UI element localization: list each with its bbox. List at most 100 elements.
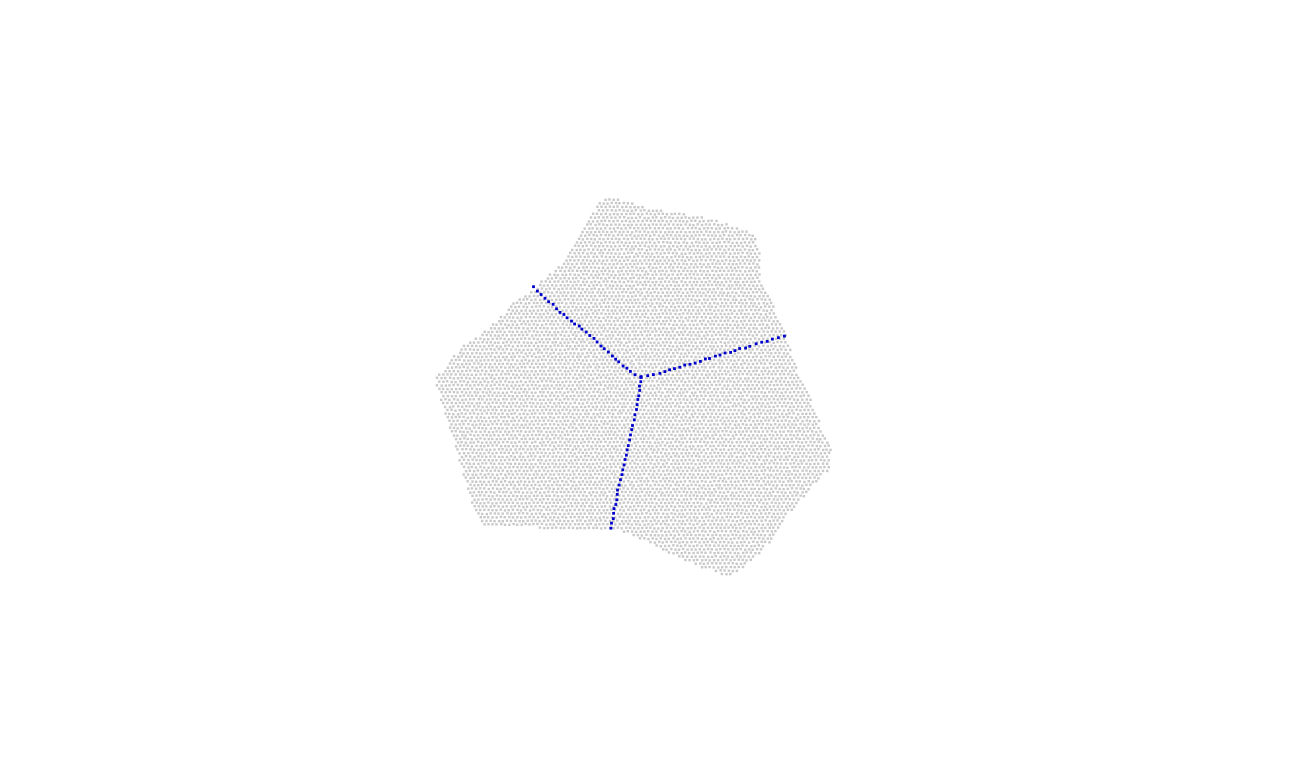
cloud-point	[700, 365, 704, 369]
cloud-point	[698, 369, 701, 372]
cloud-point	[626, 230, 629, 233]
cloud-point	[510, 412, 513, 415]
cloud-point	[727, 433, 730, 437]
cloud-point	[596, 376, 599, 380]
cloud-point	[769, 409, 773, 412]
cloud-point	[688, 330, 691, 334]
cloud-point	[639, 288, 642, 291]
cloud-point	[632, 291, 635, 294]
cloud-point	[465, 427, 468, 430]
cloud-point	[571, 384, 574, 387]
cloud-point	[817, 455, 820, 458]
cloud-point	[717, 245, 720, 248]
cloud-point	[731, 341, 735, 344]
cloud-point	[780, 327, 783, 330]
cloud-point	[750, 238, 753, 241]
cloud-point	[657, 320, 660, 323]
cloud-point	[563, 298, 566, 301]
cloud-point	[544, 408, 548, 411]
cloud-point	[581, 387, 585, 390]
cloud-point	[725, 308, 728, 312]
cloud-point	[620, 220, 624, 223]
cloud-point	[495, 351, 498, 355]
cloud-point	[731, 384, 735, 387]
cloud-point	[667, 301, 671, 305]
cloud-point	[602, 437, 605, 441]
cloud-point	[627, 458, 630, 461]
cloud-point	[665, 448, 668, 451]
cloud-point	[507, 445, 510, 448]
cloud-point	[458, 358, 461, 362]
cloud-point	[460, 455, 464, 459]
cloud-point	[688, 401, 692, 404]
cloud-point	[579, 441, 583, 444]
cloud-point	[459, 394, 462, 398]
cloud-point	[565, 444, 568, 447]
cloud-point	[661, 341, 665, 344]
cloud-point	[768, 426, 771, 430]
cloud-point	[788, 383, 791, 387]
cloud-point	[676, 351, 679, 355]
cloud-point	[520, 365, 523, 369]
cloud-point	[766, 294, 769, 298]
cloud-point	[684, 380, 687, 384]
cloud-point	[645, 448, 648, 451]
cloud-point	[671, 444, 675, 448]
cloud-point	[557, 366, 560, 369]
cloud-point	[769, 316, 773, 319]
cloud-point	[472, 348, 476, 351]
cloud-point	[703, 327, 706, 330]
cloud-point	[599, 412, 603, 415]
cloud-point	[678, 341, 681, 345]
cloud-point	[715, 270, 718, 273]
cloud-point	[817, 440, 820, 444]
cloud-point	[593, 437, 597, 441]
cloud-point	[719, 305, 722, 308]
cloud-point	[798, 401, 802, 405]
cloud-point	[682, 405, 685, 409]
cloud-point	[660, 366, 663, 369]
cloud-point	[491, 380, 494, 383]
cloud-point	[649, 455, 652, 458]
cloud-point	[585, 359, 588, 362]
cloud-point	[657, 426, 660, 430]
cloud-point	[704, 444, 708, 447]
cloud-point	[627, 309, 630, 312]
cloud-point	[575, 427, 578, 430]
cloud-point	[553, 273, 556, 276]
cloud-point	[487, 352, 490, 355]
cloud-point	[649, 419, 653, 422]
cloud-point	[641, 348, 644, 351]
cloud-point	[762, 459, 765, 462]
cloud-point	[702, 270, 705, 273]
cloud-point	[727, 291, 730, 295]
cloud-point	[706, 340, 709, 344]
cloud-point	[507, 394, 511, 398]
cloud-point	[792, 434, 796, 437]
cloud-point	[606, 280, 609, 283]
cloud-point	[719, 426, 722, 430]
cloud-point	[762, 373, 765, 376]
cloud-point	[733, 287, 736, 291]
cloud-point	[471, 409, 474, 412]
cloud-point	[644, 234, 648, 237]
cloud-point	[440, 390, 443, 394]
cloud-point	[641, 398, 644, 401]
cloud-point	[634, 366, 637, 369]
cloud-point	[708, 295, 711, 298]
cloud-point	[647, 365, 650, 369]
cloud-point	[797, 440, 800, 444]
cloud-point	[593, 458, 597, 462]
cloud-point	[715, 248, 718, 251]
cloud-point	[591, 384, 595, 387]
cloud-point	[636, 448, 640, 452]
cloud-point	[679, 230, 683, 234]
cloud-point	[747, 390, 751, 394]
cloud-point	[716, 316, 720, 319]
cloud-point	[581, 438, 584, 441]
cloud-point	[593, 416, 597, 419]
cloud-point	[682, 384, 685, 387]
cloud-point	[657, 255, 660, 258]
